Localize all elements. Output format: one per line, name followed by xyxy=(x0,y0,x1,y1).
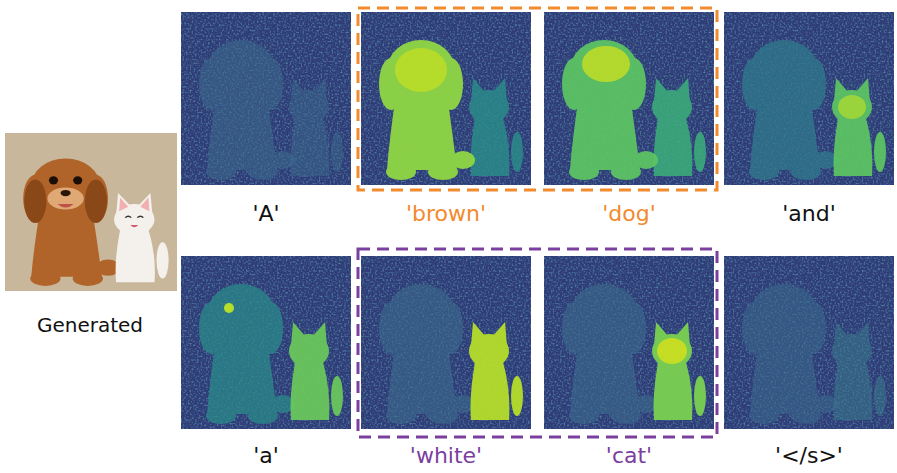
attention-map xyxy=(544,12,714,185)
token-label: 'A' xyxy=(252,202,279,226)
attention-map xyxy=(361,256,531,429)
token-label: '</s>' xyxy=(775,444,843,468)
attention-map xyxy=(181,256,351,429)
token-label: 'and' xyxy=(782,202,836,226)
attention-map xyxy=(724,12,894,185)
highlight-box xyxy=(358,8,717,190)
attention-map xyxy=(361,12,531,185)
attention-map xyxy=(724,256,894,429)
token-label: 'brown' xyxy=(406,202,486,226)
token-label: 'cat' xyxy=(606,444,652,468)
highlight-box xyxy=(358,249,717,437)
token-label: 'white' xyxy=(410,444,482,468)
token-label: 'a' xyxy=(253,444,279,468)
generated-image xyxy=(5,133,177,291)
token-label: 'dog' xyxy=(602,202,656,226)
image-caption: Generated xyxy=(37,314,143,336)
attention-map xyxy=(544,256,714,429)
attention-map xyxy=(181,12,351,185)
